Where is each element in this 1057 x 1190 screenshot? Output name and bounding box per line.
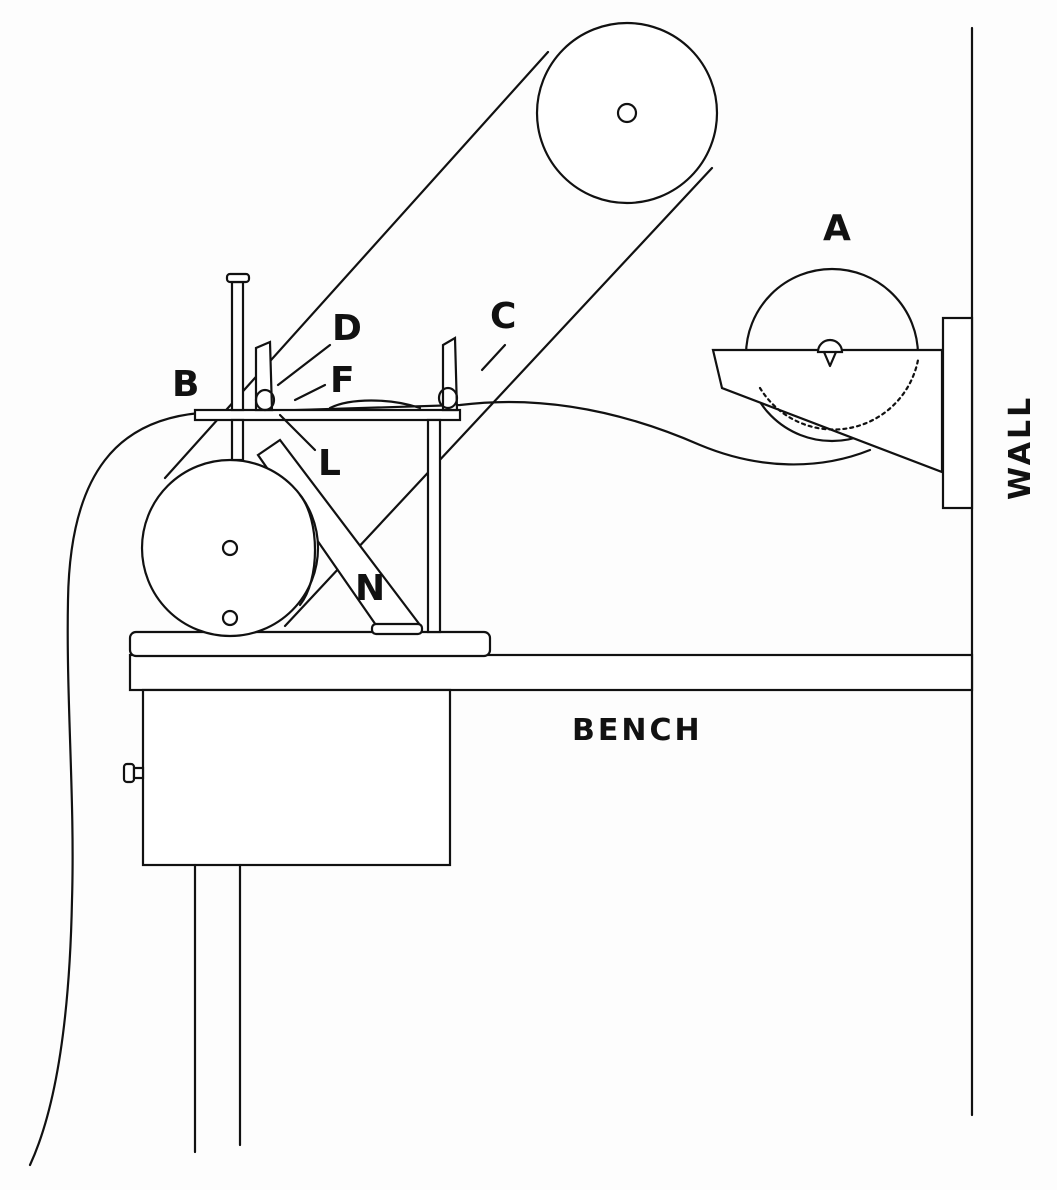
reel-hub — [816, 338, 844, 354]
strip-base — [370, 622, 424, 636]
wall-plate — [941, 316, 974, 510]
tape — [28, 400, 872, 1167]
leader-l — [278, 413, 317, 452]
box-knob-stem — [132, 766, 145, 780]
label-f: F — [330, 360, 355, 401]
top-pulley-axle — [616, 102, 638, 124]
left-post-lower — [230, 418, 245, 462]
bench-top — [128, 653, 974, 692]
reel-pointer — [822, 350, 838, 368]
label-a: A — [823, 208, 851, 249]
leader-d — [276, 343, 332, 387]
leader-c — [480, 343, 507, 372]
base-plate — [128, 630, 492, 658]
label-bench: BENCH — [572, 713, 703, 748]
label-n: N — [355, 568, 385, 609]
box-knob — [122, 762, 136, 784]
label-c: C — [490, 296, 516, 337]
leader-f — [293, 383, 327, 402]
left-post — [230, 280, 245, 412]
label-wall: WALL — [1003, 395, 1038, 500]
motor-pulley-rim — [298, 493, 317, 607]
belt-upper — [163, 50, 550, 480]
reel-bracket — [711, 348, 944, 474]
motor-box — [141, 688, 452, 867]
guide-roller-c — [437, 386, 459, 410]
reel-hidden-edge — [758, 358, 920, 431]
post-knob — [225, 272, 251, 284]
right-guide-c — [441, 336, 459, 412]
motor-axle — [221, 539, 239, 557]
label-l: L — [318, 443, 341, 484]
label-d: D — [332, 308, 362, 349]
motor-bolt — [221, 609, 239, 627]
left-guide — [254, 340, 274, 412]
label-b: B — [172, 364, 199, 405]
guide-roller-f — [254, 388, 276, 412]
right-post — [426, 418, 442, 634]
platform-blade — [328, 399, 422, 410]
platform — [193, 408, 462, 422]
